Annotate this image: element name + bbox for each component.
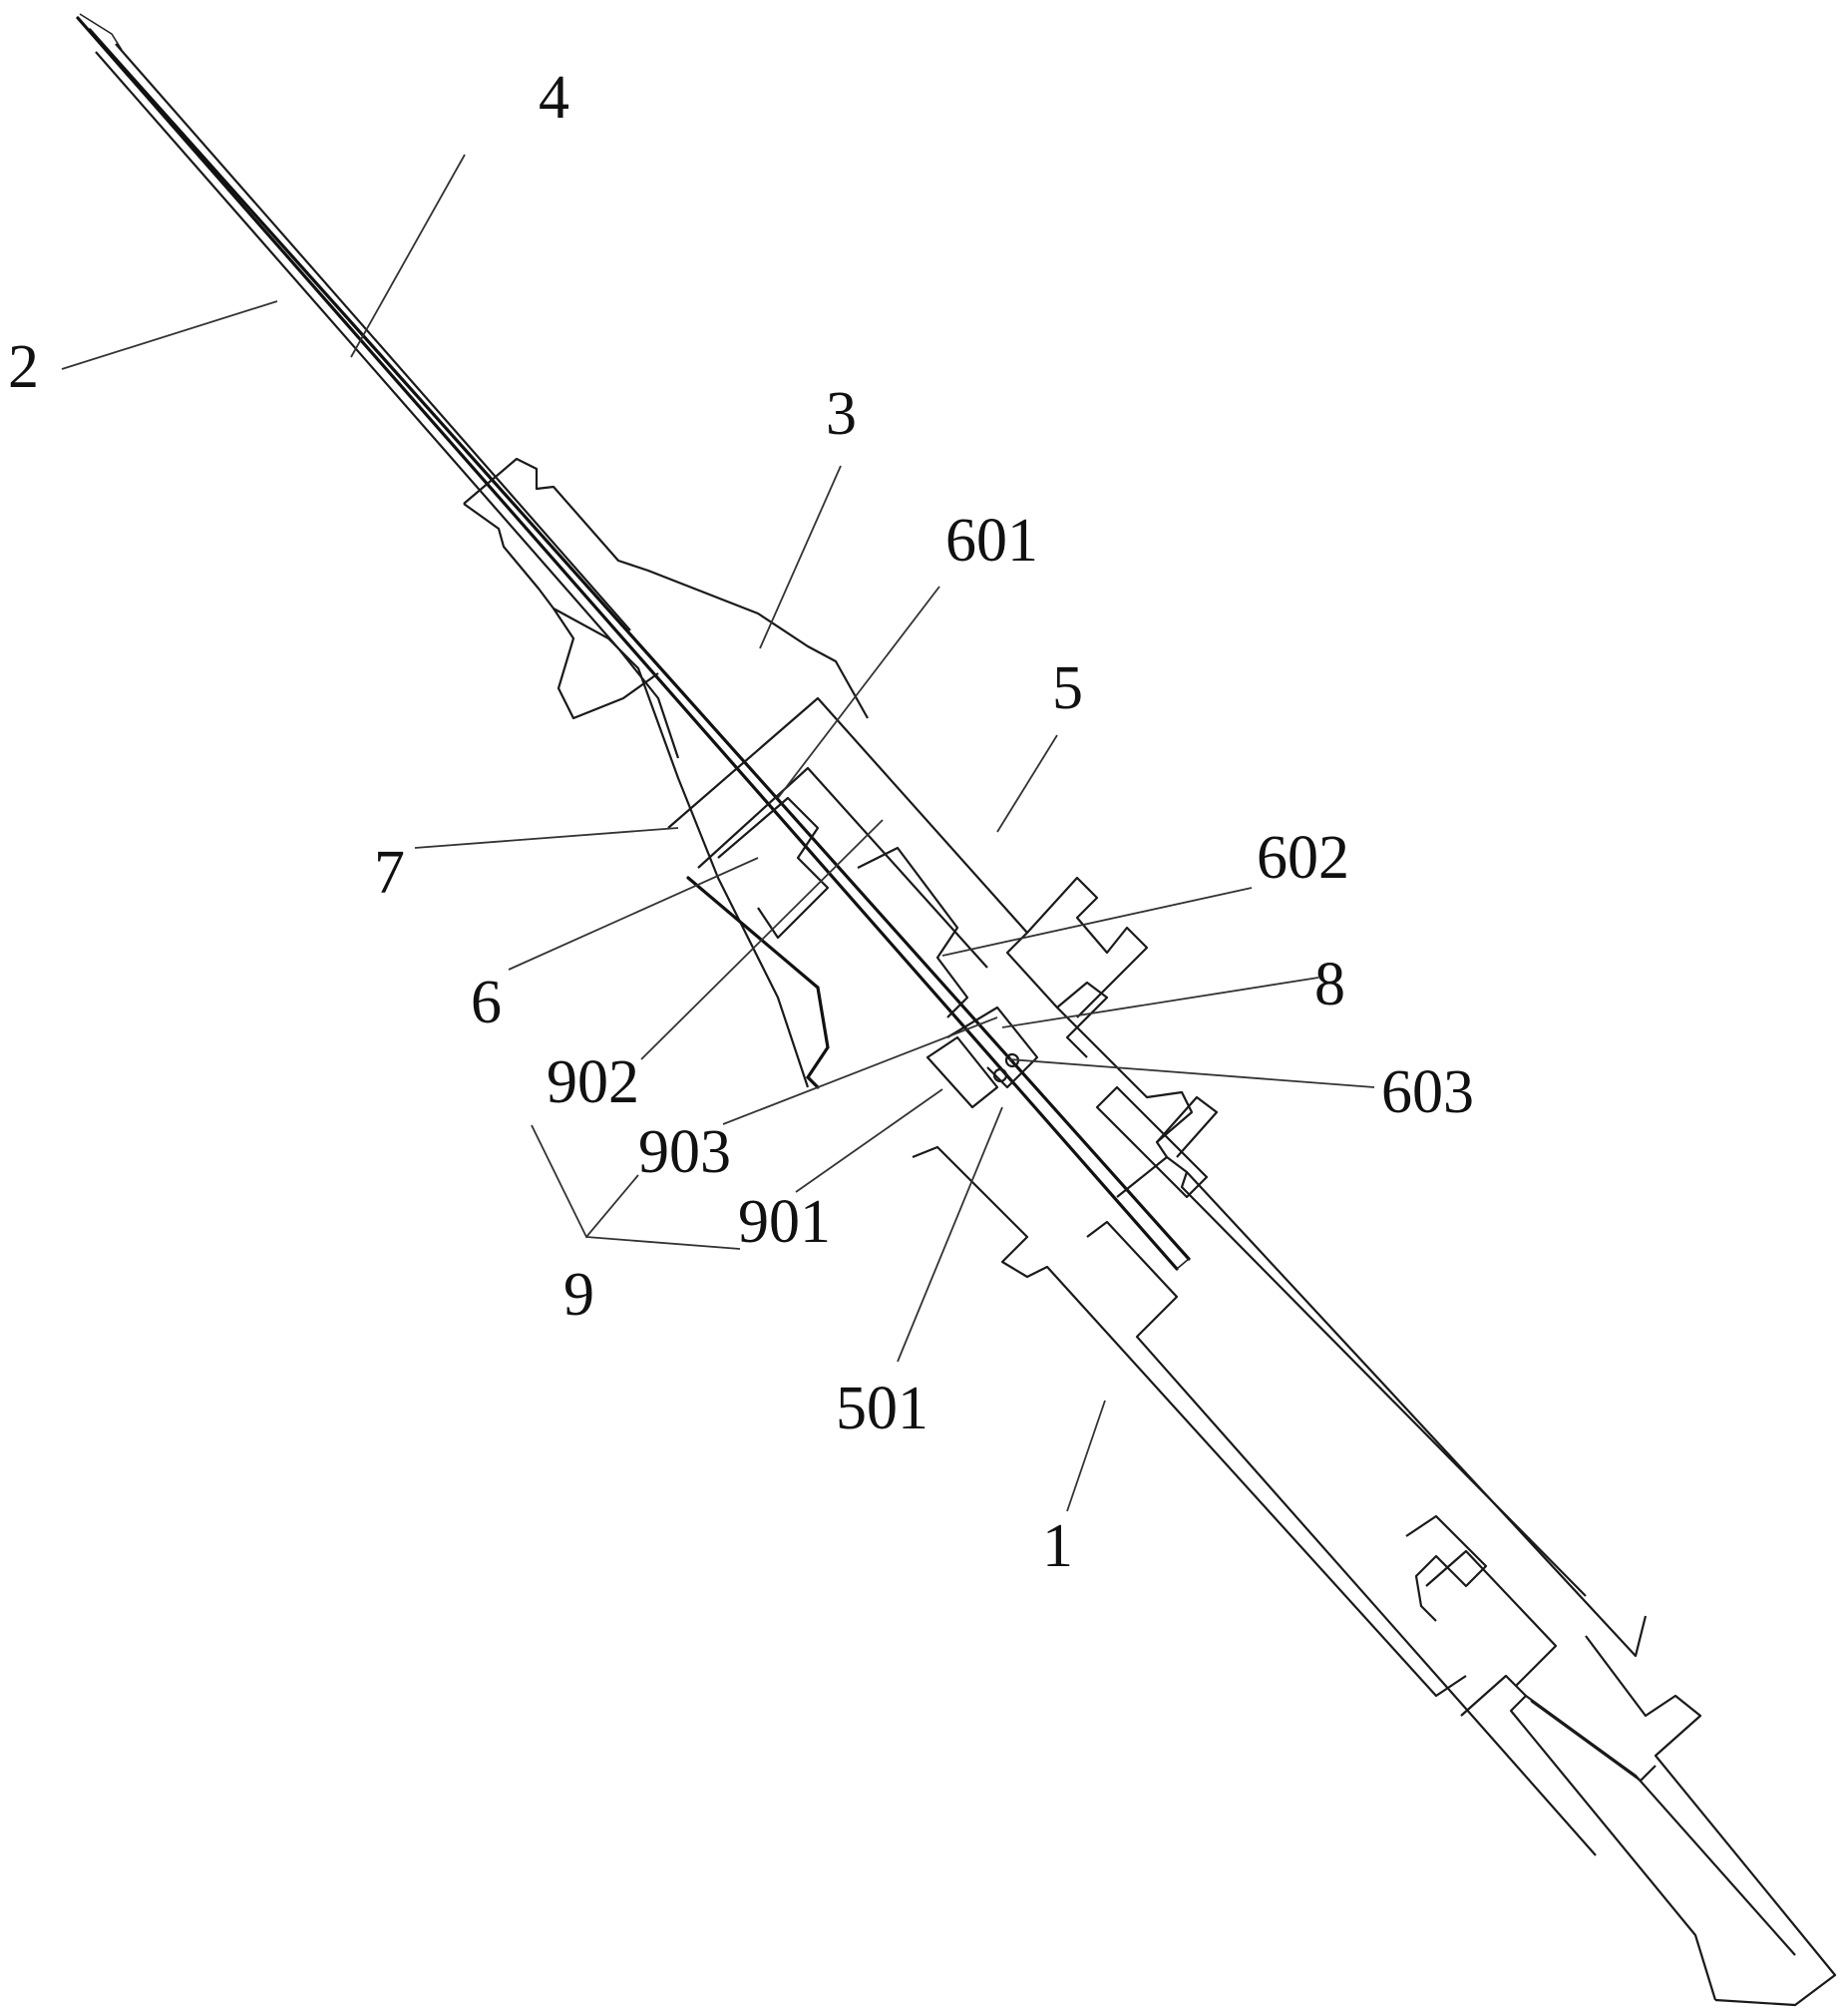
- connector-cap-rim: [1530, 1700, 1657, 1783]
- leader-902: [640, 819, 884, 1060]
- reference-numerals: 2 4 3 601 5 602 8 603 7 6 902 903 901 9 …: [8, 64, 1474, 1580]
- label-2: 2: [8, 333, 39, 401]
- needle-shaft-inner: [88, 28, 1191, 1261]
- leader-9-to-901: [585, 1236, 741, 1250]
- label-5: 5: [1052, 654, 1083, 722]
- label-1: 1: [1042, 1512, 1073, 1580]
- label-3: 3: [826, 380, 857, 448]
- needle-shaft-outer: [76, 16, 1179, 1271]
- leader-601: [777, 586, 940, 799]
- hub-body-slot: [1095, 1085, 1209, 1199]
- needle-and-catheter-tube: [76, 13, 1191, 1271]
- label-601: 601: [945, 507, 1038, 575]
- needle-seat-tab: [1156, 1095, 1219, 1158]
- leader-901: [795, 1088, 943, 1193]
- connector-inner-sleeve: [1425, 1549, 1558, 1687]
- catheter-tube-right: [115, 43, 631, 631]
- needle-seat-body: [1056, 1006, 1194, 1158]
- label-6: 6: [471, 969, 502, 1036]
- needle-end-cap: [1176, 1258, 1190, 1270]
- catheter-seat: [463, 457, 869, 1088]
- catheter-seat-lower-contour: [463, 503, 659, 720]
- sleeve-wall: [686, 876, 830, 1089]
- valve-housing: [667, 696, 1109, 1109]
- label-4: 4: [539, 64, 569, 132]
- connector-outer-bottom: [1460, 1674, 1717, 2001]
- leader-7: [414, 827, 679, 849]
- connector-cap-face: [1525, 1695, 1796, 1956]
- hub-body-right-wall: [1116, 1155, 1587, 1597]
- valve-element-601: [717, 796, 830, 940]
- needle-seat-flange: [1026, 876, 1149, 1018]
- catheter-seat-funnel: [617, 647, 680, 759]
- connector-outer-top: [1585, 1635, 1837, 2007]
- label-901: 901: [738, 1188, 831, 1256]
- label-8: 8: [1314, 951, 1345, 1018]
- leader-903: [722, 1016, 998, 1125]
- valve-element-603: [992, 1067, 1008, 1083]
- label-903: 903: [638, 1118, 731, 1186]
- label-7: 7: [374, 839, 405, 907]
- catheter-seat-left-wall: [553, 607, 810, 1088]
- label-9: 9: [563, 1261, 594, 1329]
- leader-602: [941, 887, 1253, 957]
- label-603: 603: [1381, 1058, 1474, 1126]
- leader-2: [61, 300, 278, 370]
- needle-seat: [1026, 876, 1219, 1158]
- leader-3: [759, 465, 842, 649]
- leader-501: [897, 1106, 1003, 1363]
- leader-6: [508, 857, 759, 971]
- label-602: 602: [1257, 824, 1349, 892]
- hub-body-inner-wall: [1086, 1220, 1597, 1856]
- hub-body: [912, 1085, 1648, 1856]
- needle-tip-bevel: [79, 13, 123, 51]
- rear-connector: [1405, 1514, 1837, 2007]
- leader-1: [1066, 1400, 1106, 1512]
- catheter-tube-left: [95, 51, 619, 649]
- valve-element-602: [857, 846, 969, 1018]
- leader-8: [1001, 977, 1319, 1028]
- leader-603: [1008, 1058, 1375, 1088]
- catheter-seat-upper-contour: [463, 457, 869, 719]
- leader-lines: [61, 154, 1375, 1512]
- label-501: 501: [836, 1375, 928, 1442]
- valve-housing-inner: [697, 766, 988, 969]
- leader-9-to-903: [531, 1124, 639, 1239]
- hub-body-outer-right: [1186, 1171, 1648, 1658]
- leader-5: [996, 734, 1058, 833]
- hub-body-left-wall: [912, 1145, 1467, 1698]
- connector-clip: [1405, 1514, 1488, 1622]
- label-902: 902: [547, 1048, 639, 1116]
- protection-part-901: [925, 1035, 999, 1109]
- leader-4: [350, 154, 466, 358]
